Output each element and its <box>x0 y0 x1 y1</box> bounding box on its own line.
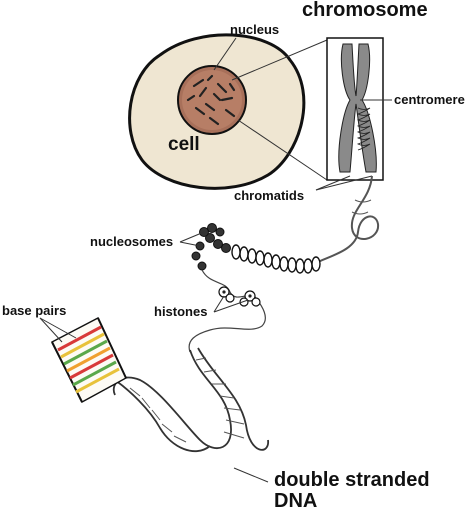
label-cell: cell <box>168 134 200 155</box>
chromatids-pointer-2 <box>315 175 373 191</box>
nucleus-illustration <box>177 65 247 135</box>
cell-illustration <box>128 33 306 190</box>
histone-beads <box>218 286 261 307</box>
zoom-line-bottom <box>237 119 328 181</box>
label-dna-line2: DNA <box>274 490 317 509</box>
label-base-pairs: base pairs <box>2 303 66 318</box>
chromatin-strand <box>317 175 380 263</box>
base-pairs-pointer-2 <box>39 317 77 339</box>
histones-pointer-2 <box>213 299 249 313</box>
dna-pointer <box>233 467 269 483</box>
nucleosomes-pointer-2 <box>179 241 201 247</box>
chromatids-pointer-1 <box>315 175 351 191</box>
label-histones: histones <box>154 304 207 319</box>
chromosome-detail <box>326 37 384 181</box>
nucleosome-beads <box>191 223 231 271</box>
label-chromatids: chromatids <box>234 188 304 203</box>
label-nucleus: nucleus <box>230 22 279 37</box>
label-chromosome: chromosome <box>302 0 428 21</box>
base-pair-ladder <box>51 317 127 403</box>
label-dna-line1: double stranded <box>274 469 430 491</box>
nucleus-pointer <box>213 37 237 71</box>
histones-pointer-1 <box>213 295 225 313</box>
solenoid-fiber <box>231 244 321 274</box>
nucleosomes-pointer-1 <box>179 231 205 243</box>
zoom-line-top <box>231 39 328 81</box>
dna-double-helix <box>111 347 269 453</box>
label-nucleosomes: nucleosomes <box>90 234 173 249</box>
base-pairs-pointer-1 <box>39 317 63 343</box>
label-centromere: centromere <box>394 92 465 107</box>
